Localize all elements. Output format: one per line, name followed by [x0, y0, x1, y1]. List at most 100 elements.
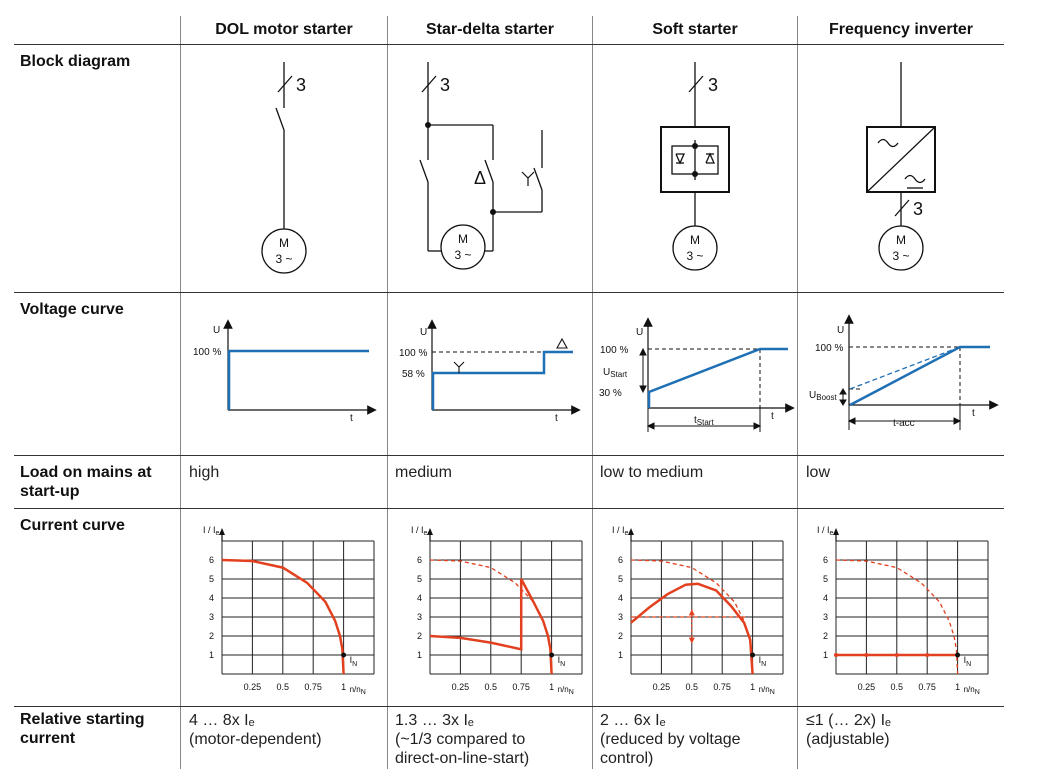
relative-current-dol: 4 … 8x Iₑ(motor-dependent)	[189, 712, 322, 748]
dol-block-diagram	[261, 62, 307, 274]
y-tick-label: 5	[823, 574, 828, 584]
svg-text:t: t	[771, 411, 774, 422]
x-tick-label: 0.75	[713, 682, 731, 692]
svg-text:I / Ie: I / Ie	[612, 525, 629, 537]
svg-text:I / Ie: I / Ie	[203, 525, 220, 537]
svg-text:n/nN: n/nN	[558, 685, 574, 696]
y-tick-label: 2	[417, 631, 422, 641]
y-tick-label: 3	[209, 612, 214, 622]
frequency-inverter-dol-reference	[835, 559, 959, 675]
column-header-dol: DOL motor starter	[215, 21, 353, 38]
load-value-star-delta: medium	[395, 464, 452, 481]
y-tick-label: 1	[417, 650, 422, 660]
y-tick-label: 3	[417, 612, 422, 622]
x-tick-label: 0.25	[653, 682, 671, 692]
star-delta-block-diagram	[419, 62, 543, 270]
svg-text:n/nN: n/nN	[350, 685, 366, 696]
x-tick-label: 0.5	[891, 682, 904, 692]
svg-text:t: t	[350, 413, 353, 424]
svg-text:t-acc: t-acc	[893, 418, 915, 429]
rated-current-point	[341, 652, 347, 658]
x-tick-label: 0.25	[244, 682, 262, 692]
svg-text:3: 3	[440, 75, 450, 95]
x-tick-label: 1	[955, 682, 960, 692]
column-header-frequency-inverter: Frequency inverter	[828, 21, 974, 38]
y-tick-label: 5	[209, 574, 214, 584]
svg-text:58 %: 58 %	[402, 369, 425, 380]
x-tick-label: 0.75	[304, 682, 322, 692]
y-tick-label: 6	[823, 555, 828, 565]
svg-text:UStart: UStart	[603, 367, 628, 379]
svg-text:n/nN: n/nN	[759, 685, 775, 696]
y-tick-label: 3	[618, 612, 623, 622]
svg-text:UBoost: UBoost	[809, 390, 837, 402]
svg-text:M: M	[896, 233, 906, 247]
svg-text:3 ~: 3 ~	[454, 248, 471, 262]
relative-current-frequency-inverter: ≤1 (… 2x) Iₑ(adjustable)	[806, 712, 891, 748]
y-tick-label: 4	[417, 593, 422, 603]
rated-current-point	[750, 652, 756, 658]
svg-text:IN: IN	[350, 655, 358, 668]
x-tick-label: 1	[750, 682, 755, 692]
row-label-voltage-curve: Voltage curve	[20, 301, 124, 318]
svg-text:3: 3	[296, 75, 306, 95]
y-tick-label: 6	[209, 555, 214, 565]
dol-current-curve	[221, 558, 345, 675]
svg-text:t: t	[555, 413, 558, 424]
rated-current-point	[549, 652, 555, 658]
y-tick-label: 2	[618, 631, 623, 641]
svg-text:I / Ie: I / Ie	[817, 525, 834, 537]
svg-text:30 %: 30 %	[599, 388, 622, 399]
load-value-dol: high	[189, 464, 220, 481]
y-tick-label: 2	[823, 631, 828, 641]
svg-text:IN: IN	[964, 655, 972, 668]
star-delta-current-curve	[429, 578, 553, 675]
svg-text:M: M	[690, 233, 700, 247]
svg-text:3 ~: 3 ~	[892, 249, 909, 263]
svg-text:100 %: 100 %	[815, 343, 843, 354]
y-tick-label: 2	[209, 631, 214, 641]
svg-text:3: 3	[708, 75, 718, 95]
svg-text:IN: IN	[558, 655, 566, 668]
frequency-inverter-block-diagram	[866, 62, 936, 271]
svg-text:U: U	[636, 327, 643, 338]
y-tick-label: 1	[823, 650, 828, 660]
x-tick-label: 0.75	[512, 682, 530, 692]
row-label-current-curve: Current curve	[20, 517, 125, 534]
frequency-inverter-point	[894, 653, 899, 657]
svg-text:n/nN: n/nN	[964, 685, 980, 696]
svg-text:tStart: tStart	[694, 415, 714, 427]
y-tick-label: 4	[618, 593, 623, 603]
svg-text:100 %: 100 %	[193, 347, 221, 358]
svg-text:M: M	[279, 236, 289, 250]
svg-text:U: U	[213, 325, 220, 336]
x-tick-label: 0.25	[858, 682, 876, 692]
x-tick-label: 0.75	[918, 682, 936, 692]
x-tick-label: 0.5	[277, 682, 290, 692]
svg-text:U: U	[837, 325, 844, 336]
y-tick-label: 1	[209, 650, 214, 660]
svg-text:I / Ie: I / Ie	[411, 525, 428, 537]
x-tick-label: 1	[341, 682, 346, 692]
y-tick-label: 3	[823, 612, 828, 622]
svg-text:t: t	[972, 408, 975, 419]
x-tick-label: 1	[549, 682, 554, 692]
load-value-frequency-inverter: low	[806, 464, 831, 481]
svg-text:IN: IN	[759, 655, 767, 668]
svg-text:3 ~: 3 ~	[275, 252, 292, 266]
svg-text:100 %: 100 %	[399, 348, 427, 359]
x-tick-label: 0.5	[686, 682, 699, 692]
svg-text:Δ: Δ	[474, 168, 486, 188]
